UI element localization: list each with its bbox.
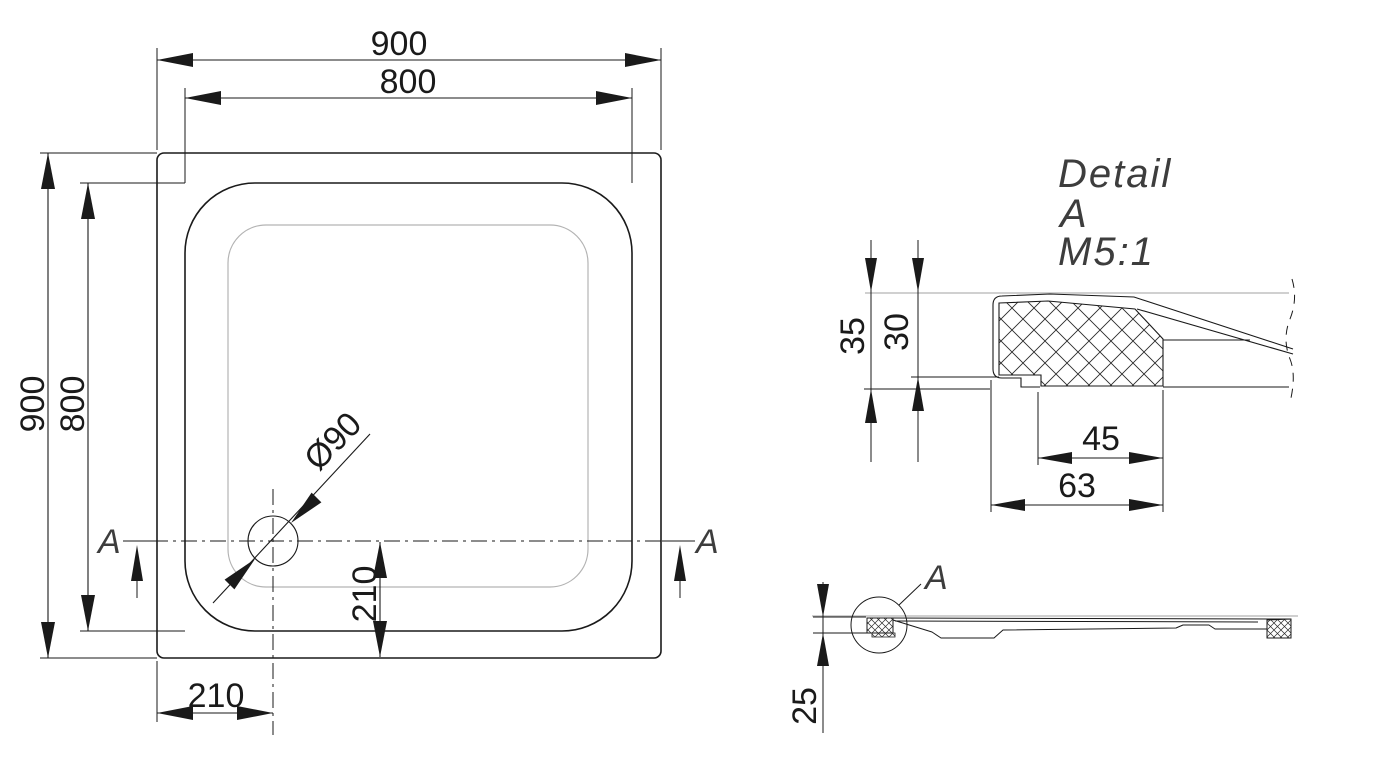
dim-inner-width: 800 [184, 63, 633, 183]
arrow-left-icon [157, 53, 193, 67]
section-marker-left: A [96, 523, 143, 598]
left-rim-section-hatched [866, 617, 894, 634]
tray-inner-top-edge [894, 620, 1259, 623]
rim-skin-outline [992, 293, 1294, 388]
dim-text: 210 [346, 566, 384, 623]
sheet-aux-lines [1163, 339, 1289, 388]
arrow-down-icon [373, 621, 387, 657]
arrow-up-icon [81, 183, 95, 219]
extension-lines [80, 182, 185, 632]
plan-view: A A 900 800 900 [14, 25, 719, 735]
dim-drain-offset-bottom: 210 [346, 542, 387, 657]
detail-title: Detail [1058, 152, 1172, 196]
dim-text: 900 [371, 25, 428, 63]
tray-top-edge [866, 617, 1292, 620]
detail-leader-line [898, 583, 922, 606]
arrow-left-icon [991, 499, 1025, 511]
sheet-bottom-edge [1136, 308, 1294, 355]
arrow-right-icon [237, 706, 273, 720]
dim-text: 35 [834, 317, 872, 355]
extension-lines [40, 152, 157, 659]
dim-drain-offset-left: 210 [156, 661, 273, 722]
section-marker-right: A [674, 523, 719, 598]
tray-bottom-contour [892, 619, 1267, 639]
dim-text: 63 [1058, 467, 1096, 505]
basin-floor-edge [227, 224, 589, 588]
dim-tray-edge-height: 25 [786, 582, 871, 733]
arrow-left-icon [157, 706, 193, 720]
dim-text: 800 [54, 376, 92, 433]
arrow-right-icon [596, 91, 632, 105]
detail-marker: A [850, 559, 948, 654]
arrow-left-icon [1038, 452, 1072, 464]
detail-view: Detail A M5:1 35 30 [834, 152, 1296, 512]
dim-rim-width-core: 45 [1037, 390, 1164, 512]
tray-rim-inner-edge [184, 182, 633, 632]
section-label-left: A [96, 523, 121, 561]
arrow-right-icon [1129, 452, 1163, 464]
side-section-view: A 25 [786, 559, 1298, 733]
arrow-up-icon [912, 377, 924, 411]
dim-text: 800 [380, 63, 437, 101]
extension-lines [813, 616, 871, 634]
arrow-down-icon [912, 258, 924, 292]
arrow-up-icon [865, 389, 877, 423]
extension-lines [184, 88, 633, 183]
section-arrow-up-icon [131, 545, 143, 581]
arrow-down-icon [41, 622, 55, 658]
arrow-down-icon [865, 258, 877, 292]
arrow-left-icon [185, 91, 221, 105]
arrow-lower-icon [224, 559, 255, 590]
arrow-up-icon [41, 153, 55, 189]
arrow-up-icon [373, 542, 387, 578]
dim-text: 900 [14, 376, 52, 433]
tray-outer-edge [156, 152, 662, 659]
arrow-down-icon [81, 595, 95, 631]
dim-rim-height-core: 30 [878, 240, 999, 462]
arrow-down-icon [817, 584, 829, 617]
detail-title-block: Detail A M5:1 [1058, 152, 1172, 274]
dim-text: 45 [1082, 420, 1120, 458]
dim-rim-width-total: 63 [990, 380, 1163, 512]
dim-outer-height: 900 [14, 152, 157, 659]
arrow-upper-icon [291, 492, 322, 523]
rim-core-section-hatched [998, 300, 1164, 387]
dim-outer-width: 900 [156, 25, 662, 150]
section-arrow-up-icon [674, 545, 686, 581]
dim-text: 30 [878, 313, 916, 351]
extension-lines [1037, 390, 1164, 512]
dim-inner-height: 800 [54, 182, 185, 632]
arrow-right-icon [625, 53, 661, 67]
extension-lines [156, 48, 662, 150]
dim-rim-height-total: 35 [834, 240, 990, 462]
dim-text: 25 [786, 687, 824, 725]
detail-scale: M5:1 [1058, 230, 1155, 274]
dim-text: 210 [188, 677, 245, 715]
detail-letter: A [1058, 192, 1089, 236]
arrow-right-icon [1129, 499, 1163, 511]
detail-circle [850, 596, 908, 654]
dim-text: Ø90 [297, 405, 369, 478]
break-line [1285, 278, 1296, 399]
left-rim-foot [871, 632, 896, 638]
section-label-right: A [694, 523, 719, 561]
right-rim-section-hatched [1266, 618, 1292, 639]
detail-marker-label: A [923, 559, 948, 597]
arrow-up-icon [817, 633, 829, 666]
